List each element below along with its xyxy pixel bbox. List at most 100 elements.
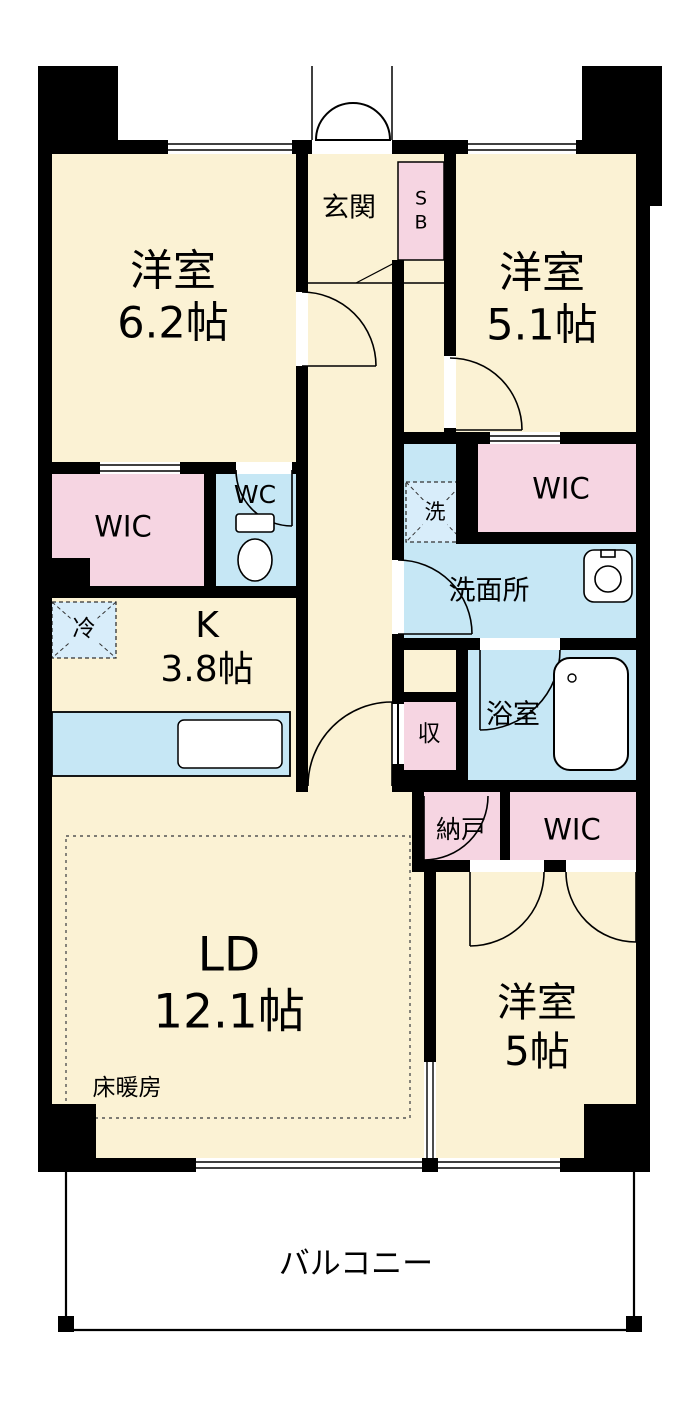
wall-part	[392, 638, 480, 650]
washroom-label: 洗面所	[448, 575, 530, 607]
bathtub-icon	[553, 657, 629, 771]
door-arc-part	[423, 795, 489, 861]
balcony-rail	[58, 1172, 642, 1332]
wall-part	[296, 780, 308, 792]
entrance-porch	[308, 66, 444, 284]
window-part	[468, 140, 576, 154]
wash-basin-icon	[583, 549, 633, 603]
kitchen-counter-icon	[51, 711, 291, 777]
wall-part	[118, 140, 168, 154]
wall-part	[180, 462, 236, 474]
wall-part	[444, 428, 456, 444]
wall-part	[560, 432, 650, 444]
wall-part	[412, 792, 424, 860]
wall	[38, 66, 662, 1172]
wall-part	[466, 532, 650, 544]
washer-label: 洗	[422, 500, 448, 526]
wall-part	[392, 780, 650, 792]
window	[168, 140, 576, 1172]
door-arc	[235, 291, 637, 947]
nando-label: 納戸	[435, 814, 487, 844]
floor-heating-outline	[65, 835, 411, 1119]
window-part	[196, 1158, 422, 1172]
wall-part	[392, 432, 490, 444]
window-part	[168, 140, 292, 154]
floor-heating-label: 床暖房	[92, 1074, 162, 1101]
wic-top-area	[478, 444, 636, 532]
wall-part	[560, 1158, 650, 1172]
bedroom2-area	[456, 154, 636, 432]
toilet-icon-part	[237, 538, 273, 582]
balcony-label: バルコニー	[278, 1246, 434, 1283]
wall-part	[456, 650, 468, 792]
door-arc-part	[469, 871, 545, 947]
hall-nook-area	[404, 650, 456, 692]
wall-part	[204, 474, 216, 586]
washer-icon-part	[405, 481, 465, 543]
toilet-icon-part	[235, 513, 275, 533]
washer-icon	[405, 481, 465, 543]
entrance-door-arc	[314, 102, 392, 141]
door-arc-part	[397, 559, 473, 635]
wall-part	[38, 1158, 196, 1172]
sliding-door	[100, 435, 560, 1158]
wall-part	[38, 66, 118, 154]
wall-part	[296, 366, 308, 780]
wall-part	[392, 444, 404, 560]
wall-part	[392, 260, 404, 432]
window-part	[438, 1158, 560, 1172]
wash-basin-icon-part	[600, 549, 616, 558]
wash-basin-icon-part	[594, 565, 622, 593]
wic-left-label: WIC	[94, 509, 152, 544]
shoe-box-label: SB	[414, 187, 428, 233]
storage-area	[404, 702, 456, 770]
wall-part	[576, 140, 582, 154]
door-arc-part	[301, 291, 377, 367]
bathroom-label: 浴室	[486, 699, 540, 731]
balcony-rail-part	[58, 1316, 74, 1332]
wall-part	[296, 154, 308, 292]
storage-label: 収	[417, 720, 441, 747]
wall-part	[38, 154, 52, 1158]
entrance-porch-part	[355, 259, 401, 284]
wic-bottom-area	[510, 792, 636, 860]
wc-label: WC	[233, 479, 277, 509]
toilet-icon	[235, 513, 275, 582]
wall-part	[650, 66, 662, 206]
wall-part	[582, 66, 660, 154]
wall-part	[392, 634, 404, 704]
wall-part	[422, 1158, 438, 1172]
wall-part	[392, 140, 468, 154]
door-arc-part	[565, 871, 637, 943]
wall-part	[636, 154, 650, 1158]
wall-part	[38, 586, 308, 598]
wall-part	[292, 140, 312, 154]
refrigerator-label: 冷	[70, 614, 98, 644]
door-arc-part	[449, 357, 523, 431]
corridor-area2	[404, 283, 444, 432]
balcony-rail-part	[64, 1172, 636, 1332]
wall-part	[456, 444, 478, 544]
wall-part	[424, 872, 436, 1062]
door-arc-part	[307, 701, 393, 787]
kitchen-counter-icon-part	[177, 719, 283, 769]
wall-part	[500, 792, 510, 860]
door-arc-part	[235, 469, 293, 527]
wic-bottom-label: WIC	[543, 812, 601, 847]
wic-top-label: WIC	[532, 471, 590, 506]
wall-part	[404, 692, 456, 702]
wall-part	[404, 770, 456, 780]
wall-part	[544, 860, 566, 872]
entrance-label: 玄関	[322, 192, 376, 224]
bedroom1-area	[52, 154, 296, 462]
wall-part	[38, 462, 100, 474]
living-dining-area	[52, 792, 424, 1158]
wall-part	[444, 154, 456, 356]
